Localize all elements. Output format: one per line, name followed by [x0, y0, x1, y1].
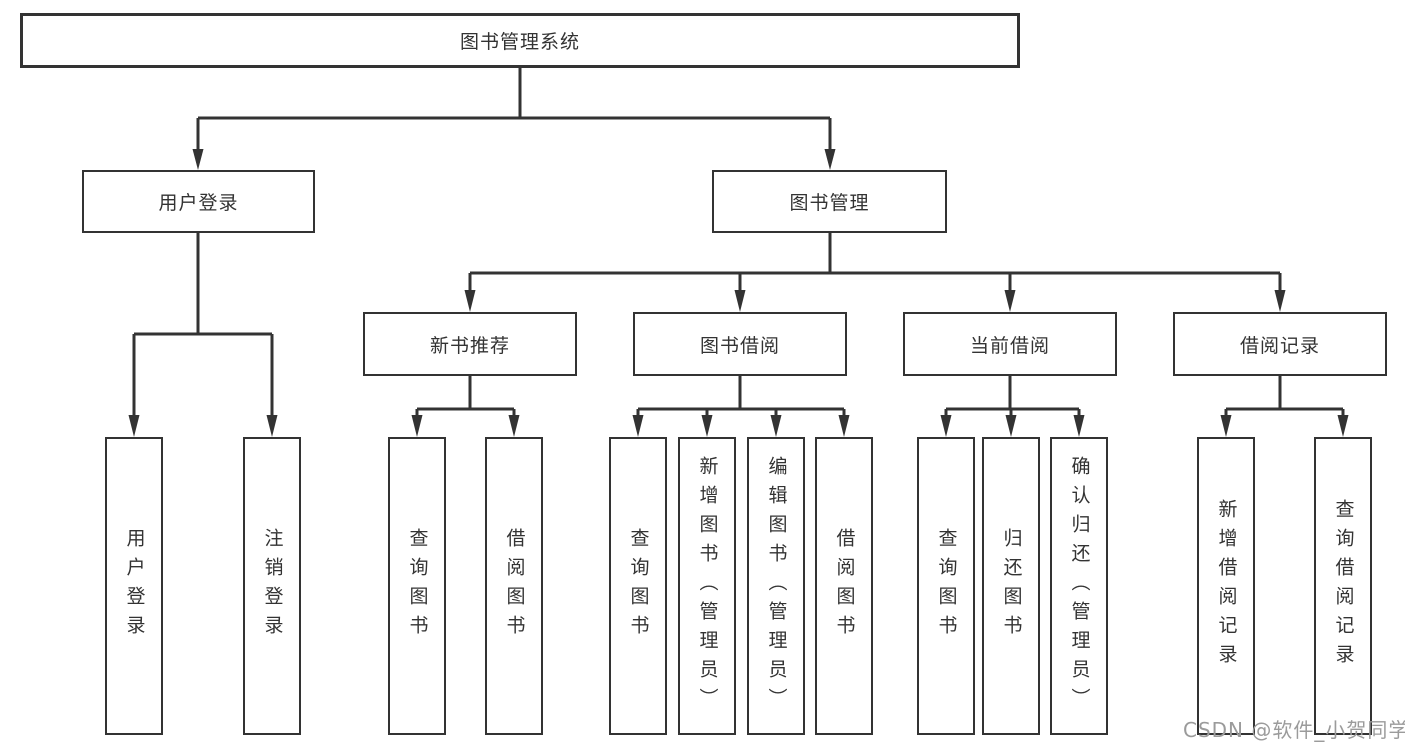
csdn-watermark: CSDN @软件_小贺同学	[1183, 718, 1405, 742]
leaf-logout: 注销登录	[243, 437, 301, 735]
node-borrow-record: 借阅记录	[1173, 312, 1387, 376]
leaf-add-borrow-record-label: 新增借阅记录	[1215, 499, 1238, 673]
node-current-borrow: 当前借阅	[903, 312, 1117, 376]
leaf-query-book-2: 查询图书	[609, 437, 667, 735]
node-new-book-recommend: 新书推荐	[363, 312, 577, 376]
node-book-management: 图书管理	[712, 170, 947, 233]
leaf-return-book-label: 归还图书	[1000, 528, 1023, 644]
node-book-borrow: 图书借阅	[633, 312, 847, 376]
leaf-user-login-label: 用户登录	[123, 528, 146, 644]
leaf-query-book-1: 查询图书	[388, 437, 446, 735]
leaf-borrow-book-1-label: 借阅图书	[503, 528, 526, 644]
leaf-query-book-2-label: 查询图书	[627, 528, 650, 644]
leaf-add-borrow-record: 新增借阅记录	[1197, 437, 1255, 735]
leaf-query-borrow-record: 查询借阅记录	[1314, 437, 1372, 735]
leaf-logout-label: 注销登录	[261, 528, 284, 644]
leaf-edit-book-admin: 编辑图书（管理员）	[747, 437, 805, 735]
node-library-management-system: 图书管理系统	[20, 13, 1020, 68]
leaf-borrow-book-1: 借阅图书	[485, 437, 543, 735]
leaf-edit-book-admin-label: 编辑图书（管理员）	[765, 455, 788, 717]
leaf-return-book: 归还图书	[982, 437, 1040, 735]
leaf-confirm-return-admin-label: 确认归还（管理员）	[1068, 455, 1091, 717]
leaf-query-book-3-label: 查询图书	[935, 528, 958, 644]
leaf-user-login: 用户登录	[105, 437, 163, 735]
leaf-query-book-1-label: 查询图书	[406, 528, 429, 644]
leaf-borrow-book-2: 借阅图书	[815, 437, 873, 735]
leaf-confirm-return-admin: 确认归还（管理员）	[1050, 437, 1108, 735]
leaf-query-book-3: 查询图书	[917, 437, 975, 735]
leaf-add-book-admin: 新增图书（管理员）	[678, 437, 736, 735]
node-user-login: 用户登录	[82, 170, 315, 233]
leaf-query-borrow-record-label: 查询借阅记录	[1332, 499, 1355, 673]
leaf-borrow-book-2-label: 借阅图书	[833, 528, 856, 644]
leaf-add-book-admin-label: 新增图书（管理员）	[696, 455, 719, 717]
